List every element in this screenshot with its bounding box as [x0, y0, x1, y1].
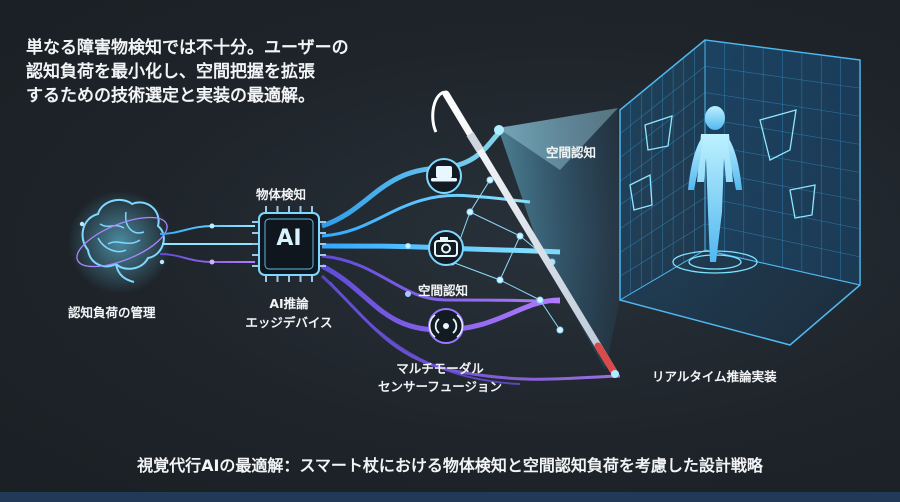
label-spatial-cognition-top: 空間認知: [546, 145, 597, 160]
label-object-detection: 物体検知: [256, 187, 307, 202]
ai-chip-icon: [252, 206, 326, 282]
footer-title: 視覚代行AIの最適解：スマート杖における物体検知と空間認知負荷を考慮した設計戦略: [137, 456, 763, 475]
detection-beam-upper: [498, 108, 618, 170]
camera-icon: [428, 230, 464, 266]
intro-text: 単なる障害物検知では不十分。ユーザーの 認知負荷を最小化し、空間把握を拡張 する…: [26, 38, 349, 106]
white-cane-icon: [431, 90, 619, 378]
label-spatial-cognition-mid: 空間認知: [418, 283, 469, 298]
brain-icon: [68, 190, 172, 294]
ai-chip-label: AI: [276, 226, 302, 251]
detection-beam: [498, 108, 620, 370]
signal-sensor-icon: [428, 308, 464, 344]
label-cognitive-load: 認知負荷の管理: [68, 305, 156, 320]
footer-bar: [0, 492, 900, 502]
sensor-flow-lines: [320, 130, 621, 385]
label-ai-edge-device: AI推論 エッジデバイス: [245, 296, 333, 330]
label-multimodal-fusion: マルチモーダル センサーフュージョン: [377, 361, 502, 394]
hat-icon: [426, 158, 462, 194]
label-realtime-inference: リアルタイム推論実装: [652, 369, 777, 384]
human-figure-icon: [688, 106, 742, 262]
brain-chip-connectors: [159, 223, 255, 265]
